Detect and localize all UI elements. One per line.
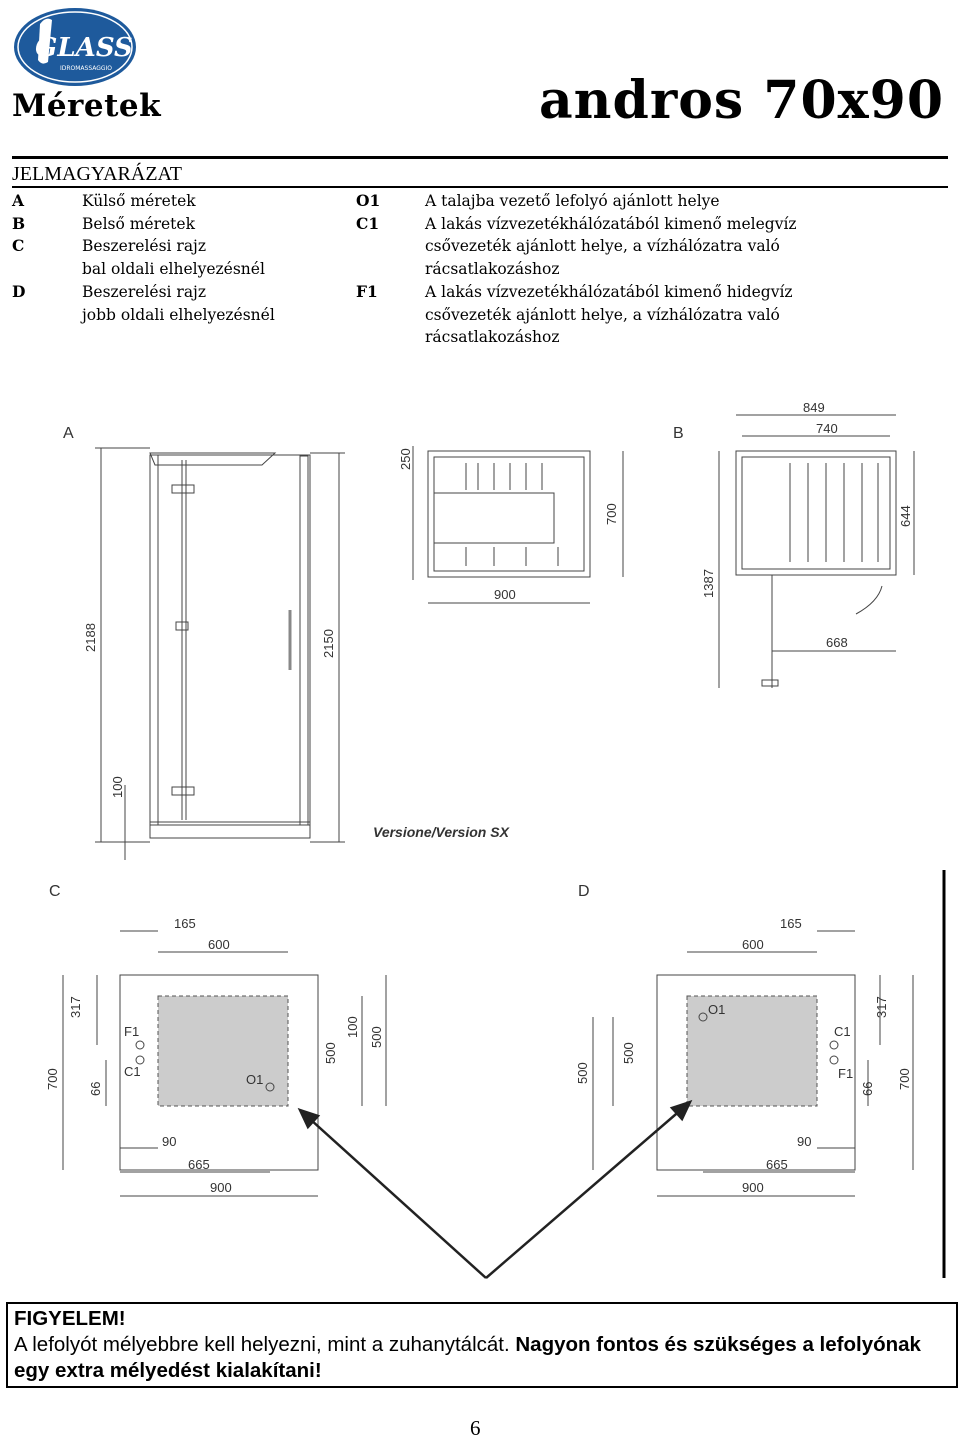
label-b: B (673, 425, 684, 442)
dim-600-d: 600 (742, 937, 764, 952)
install-left (62, 930, 387, 1197)
dim-90-c: 90 (162, 1134, 176, 1149)
dim-900-top: 900 (494, 587, 516, 602)
dim-849: 849 (803, 400, 825, 415)
legend-rule (12, 186, 948, 188)
dim-740: 740 (816, 421, 838, 436)
dim-700-top: 700 (604, 503, 619, 525)
legend-text-f1-3: rácsatlakozáshoz (425, 328, 560, 347)
page-title: Méretek (12, 88, 162, 124)
legend-text-d2: jobb oldali elhelyezésnél (82, 305, 275, 324)
dim-2188: 2188 (83, 623, 98, 652)
legend-text-f1-1: A lakás vízvezetékhálózatából kimenő hid… (425, 282, 793, 301)
label-c: C (49, 883, 61, 900)
legend-code-a: A (12, 191, 25, 210)
dim-66-d: 66 (860, 1082, 875, 1096)
dim-100-a: 100 (110, 776, 125, 798)
label-a: A (63, 425, 74, 442)
top-view (412, 446, 624, 604)
legend-text-o1: A talajba vezető lefolyó ajánlott helye (425, 192, 720, 210)
dim-317-d: 317 (874, 996, 889, 1018)
warning-text-bold: Nagyon fontos és szükséges a lefolyónak … (14, 1333, 921, 1382)
legend-text-f1-2: csővezeték ajánlott helye, a vízhálózatr… (425, 305, 780, 324)
dim-1387: 1387 (701, 569, 716, 598)
legend-code-o1: O1 (356, 191, 381, 210)
top-view-b (718, 414, 915, 688)
dim-500a-c: 500 (323, 1042, 338, 1064)
warning-text-normal: A lefolyót mélyebbre kell helyezni, mint… (14, 1333, 516, 1356)
dim-90-d: 90 (797, 1134, 811, 1149)
point-c1-d: C1 (834, 1024, 851, 1039)
dim-250: 250 (398, 448, 413, 470)
dim-500b-c: 500 (369, 1026, 384, 1048)
point-f1-c: F1 (124, 1024, 139, 1039)
front-view (95, 447, 345, 860)
statue-icon (38, 18, 52, 64)
legend-code-d: D (12, 281, 26, 301)
version-label: Versione/Version SX (373, 824, 511, 840)
dim-644: 644 (898, 505, 913, 527)
warning-text: A lefolyót mélyebbre kell helyezni, mint… (14, 1332, 950, 1384)
dim-500a-d: 500 (621, 1042, 636, 1064)
legend-code-b: B (12, 213, 26, 233)
svg-text:GLASS: GLASS (35, 33, 133, 63)
point-c1-c: C1 (124, 1064, 141, 1079)
legend-title: JELMAGYARÁZAT (12, 163, 182, 185)
label-d: D (578, 883, 590, 900)
legend-code-f1: F1 (356, 281, 378, 301)
dim-600-c: 600 (208, 937, 230, 952)
dim-668: 668 (826, 635, 848, 650)
dim-165-d: 165 (780, 916, 802, 931)
header-rule (12, 156, 948, 159)
dim-900-d: 900 (742, 1180, 764, 1195)
dim-165-c: 165 (174, 916, 196, 931)
product-title: andros 70x90 (538, 70, 944, 131)
glass-logo: GLASS IDROMASSAGGIO (14, 8, 136, 86)
warning-box: FIGYELEM! A lefolyót mélyebbre kell hely… (6, 1302, 958, 1388)
dim-500b-d: 500 (575, 1062, 590, 1084)
legend-text-c2: bal oldali elhelyezésnél (82, 260, 265, 279)
legend-code-c1: C1 (356, 213, 380, 233)
legend-text-c1-3: rácsatlakozáshoz (425, 260, 560, 279)
dim-317-c: 317 (68, 996, 83, 1018)
svg-text:IDROMASSAGGIO: IDROMASSAGGIO (60, 65, 112, 72)
dim-665-d: 665 (766, 1157, 788, 1172)
dim-100-c: 100 (345, 1016, 360, 1038)
dim-66-c: 66 (88, 1082, 103, 1096)
technical-drawing: A B C D 2188 2150 100 Versione/Version S… (45, 400, 946, 1279)
legend-code-c: C (12, 236, 25, 256)
dim-700-d: 700 (897, 1068, 912, 1090)
legend-text-c1-1: A lakás vízvezetékhálózatából kimenő mel… (425, 214, 797, 233)
point-o1-d: O1 (708, 1002, 725, 1017)
page-number: 6 (470, 1416, 481, 1440)
legend-text-b: Belső méretek (82, 214, 195, 233)
point-o1-c: O1 (246, 1072, 263, 1087)
install-right (592, 930, 914, 1197)
warning-heading: FIGYELEM! (14, 1307, 126, 1330)
dim-665-c: 665 (188, 1157, 210, 1172)
dim-700-c: 700 (45, 1068, 60, 1090)
dim-2150: 2150 (321, 629, 336, 658)
dim-900-c: 900 (210, 1180, 232, 1195)
drain-arrows (297, 1099, 693, 1279)
legend-text-c1-2: csővezeték ajánlott helye, a vízhálózatr… (425, 237, 780, 256)
legend-text-a: Külső méretek (82, 192, 196, 210)
legend-text-c1: Beszerelési rajz (82, 237, 207, 256)
legend-text-d1: Beszerelési rajz (82, 282, 207, 301)
point-f1-d: F1 (838, 1066, 853, 1081)
